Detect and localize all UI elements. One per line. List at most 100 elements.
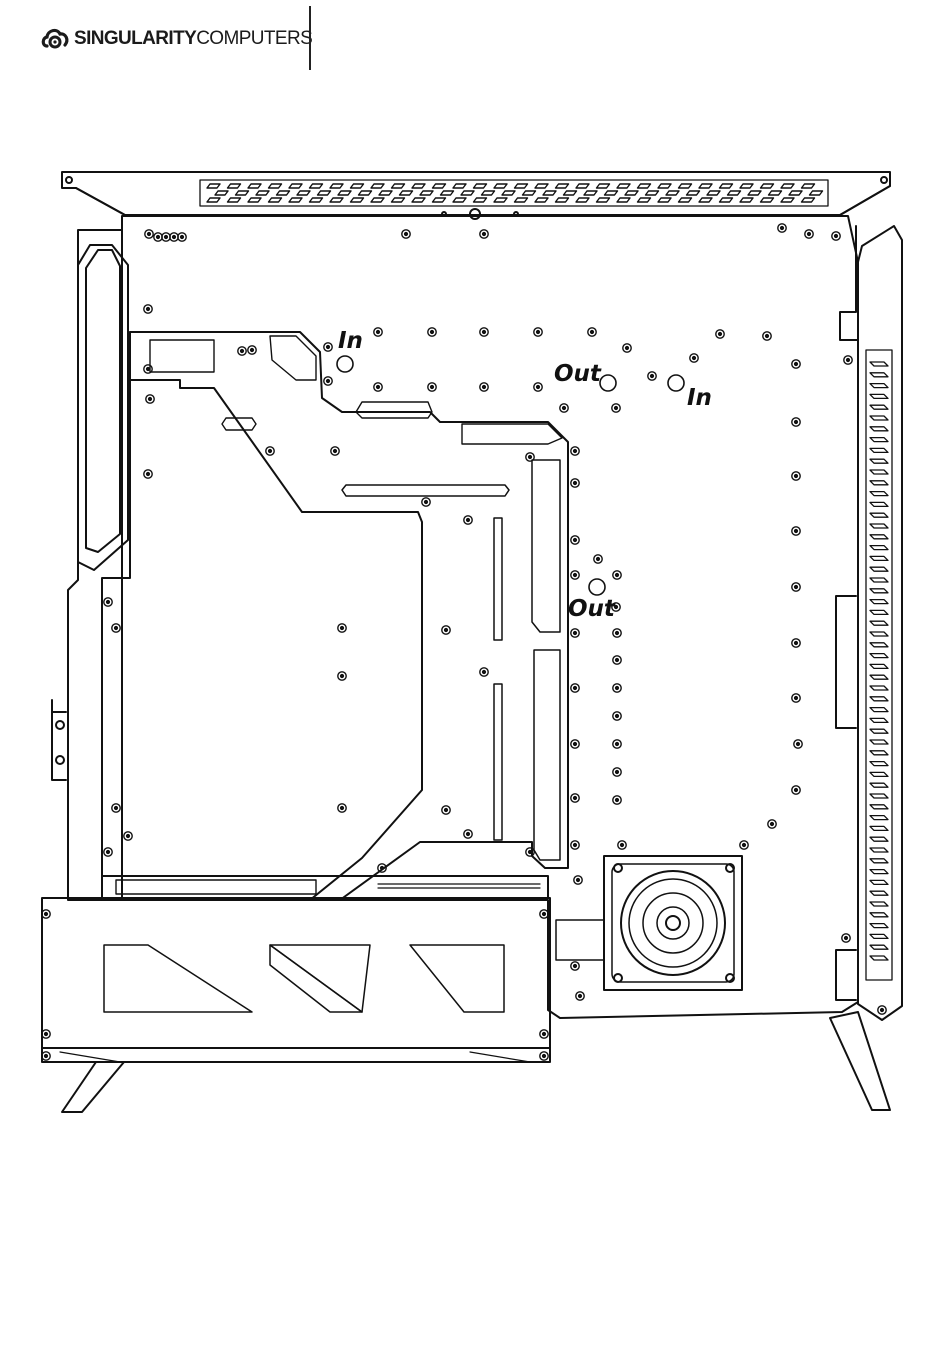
screw-center [781, 227, 784, 230]
screw [178, 233, 186, 241]
vent-slot [870, 416, 888, 420]
screw-center [847, 359, 850, 362]
vent-slot [687, 191, 700, 195]
screw [571, 629, 579, 637]
screw [146, 395, 154, 403]
vent-slot [228, 198, 241, 202]
vent-slot [556, 184, 569, 188]
vent-slot [761, 184, 774, 188]
screw-center [597, 558, 600, 561]
screw [792, 360, 800, 368]
screw [112, 804, 120, 812]
screw [618, 841, 626, 849]
screw [571, 536, 579, 544]
screw [162, 233, 170, 241]
vent-slot [494, 198, 507, 202]
vent-slot [318, 191, 331, 195]
screw-holes [42, 224, 886, 1060]
vent-slot [870, 697, 888, 701]
vent-slot [870, 405, 888, 409]
screw-center [574, 450, 577, 453]
screw-center [591, 331, 594, 334]
vent-slot [638, 184, 651, 188]
vent-slot [870, 459, 888, 463]
screw [588, 328, 596, 336]
vent-slot [870, 448, 888, 452]
screw-center [334, 450, 337, 453]
vent-slot [870, 805, 888, 809]
vent-slot [400, 191, 413, 195]
screw-center [743, 844, 746, 847]
screw-center [574, 539, 577, 542]
vent-slot [870, 772, 888, 776]
vent-slot [535, 184, 548, 188]
screw-center [157, 236, 160, 239]
screw [648, 372, 656, 380]
screw [792, 472, 800, 480]
vent-slot [870, 481, 888, 485]
port-label-out-2: Out [568, 596, 616, 622]
vent-slot [870, 384, 888, 388]
screw [594, 555, 602, 563]
vent-slot [870, 956, 888, 960]
top-vent-grille [207, 184, 823, 202]
vent-slot [740, 184, 753, 188]
port-holes [337, 356, 684, 595]
screw [534, 328, 542, 336]
vent-slot [870, 870, 888, 874]
screw [464, 830, 472, 838]
vent-slot [802, 184, 815, 188]
vent-slot [412, 198, 425, 202]
screw-center [269, 450, 272, 453]
screw-center [445, 809, 448, 812]
vent-slot [870, 546, 888, 550]
vent-slot [769, 191, 782, 195]
vent-slot [870, 859, 888, 863]
vent-slot [453, 198, 466, 202]
screw-center [808, 233, 811, 236]
vent-slot [748, 191, 761, 195]
motherboard-tray [102, 332, 568, 900]
screw-center [616, 659, 619, 662]
screw [844, 356, 852, 364]
screw-center [241, 350, 244, 353]
vent-slot [269, 184, 282, 188]
vent-slot [870, 934, 888, 938]
screw [104, 848, 112, 856]
screw [623, 344, 631, 352]
vent-slot [269, 198, 282, 202]
screw [571, 684, 579, 692]
screw [792, 639, 800, 647]
vent-slot [870, 794, 888, 798]
pump-mount [556, 856, 742, 990]
vent-slot [351, 198, 364, 202]
vent-slot [870, 373, 888, 377]
vent-slot [870, 524, 888, 528]
screw-center [327, 346, 330, 349]
vent-slot [870, 664, 888, 668]
vent-slot [330, 198, 343, 202]
vent-slot [605, 191, 618, 195]
screw [145, 230, 153, 238]
screw-center [341, 807, 344, 810]
screw-center [795, 363, 798, 366]
vent-slot [597, 198, 610, 202]
screw-center [107, 851, 110, 854]
vent-slot [535, 198, 548, 202]
vent-slot [351, 184, 364, 188]
vent-slot [461, 191, 474, 195]
vent-slot [666, 191, 679, 195]
screw-center [107, 601, 110, 604]
screw-center [377, 331, 380, 334]
screw-center [149, 398, 152, 401]
vent-slot [215, 191, 228, 195]
vent-slot [248, 184, 261, 188]
screw [402, 230, 410, 238]
screw-center [425, 501, 428, 504]
screw [540, 1030, 548, 1038]
screw [338, 624, 346, 632]
vent-slot [556, 198, 569, 202]
vent-slot [625, 191, 638, 195]
vent-slot [870, 880, 888, 884]
vent-slot [523, 191, 536, 195]
